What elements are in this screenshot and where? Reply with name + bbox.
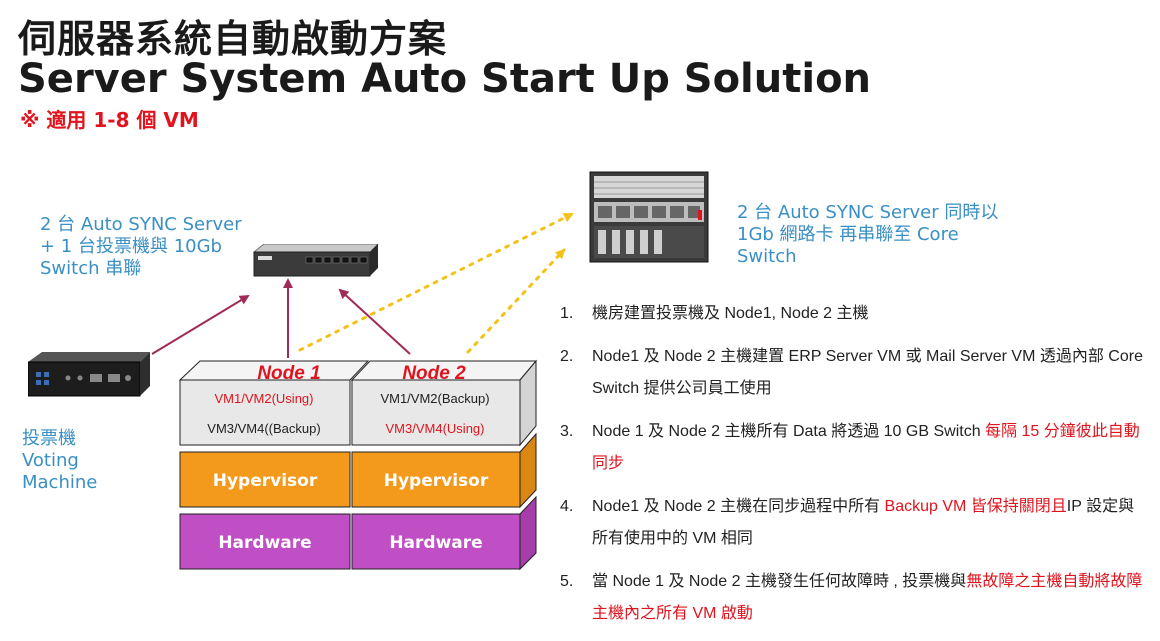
node-2-label: Node 2 xyxy=(402,363,466,384)
step-item: 2. Node1 及 Node 2 主機建置 ERP Server VM 或 Ma… xyxy=(560,341,1145,405)
node-2-hypervisor-label: Hypervisor xyxy=(384,471,489,491)
step-text: 當 Node 1 及 Node 2 主機發生任何故障時 , 投票機與無故障之主機… xyxy=(592,566,1145,630)
node-1-hardware-label: Hardware xyxy=(218,533,311,553)
step-text-part: Node 1 及 Node 2 主機所有 Data 將透過 10 GB Swit… xyxy=(592,423,986,440)
node-2-vm-layer xyxy=(351,379,521,446)
node-2-stack xyxy=(350,359,538,571)
node-2-hardware-side xyxy=(519,495,537,571)
dotted-node2-to-core xyxy=(466,248,566,354)
step-text: Node1 及 Node 2 主機在同步過程中所有 Backup VM 皆保持關… xyxy=(592,491,1145,555)
step-text-highlight: 每隔 15 分鐘彼此自動同步 xyxy=(592,423,1140,472)
step-item: 5. 當 Node 1 及 Node 2 主機發生任何故障時 , 投票機與無故障之… xyxy=(560,566,1145,630)
step-text: 機房建置投票機及 Node1, Node 2 主機 xyxy=(592,298,1145,330)
switch-10gb-icon xyxy=(252,244,379,277)
node-1-label: Node 1 xyxy=(257,363,320,384)
step-text: Node1 及 Node 2 主機建置 ERP Server VM 或 Mail… xyxy=(592,341,1145,405)
step-number: 5. xyxy=(560,573,574,590)
node-1-hardware-layer xyxy=(179,513,351,570)
node-2-vm-backup: VM1/VM2(Backup) xyxy=(380,391,489,406)
page-title-zh: 伺服器系統自動啟動方案 xyxy=(18,17,448,61)
node-1-hypervisor-label: Hypervisor xyxy=(213,471,318,491)
voting-machine-icon xyxy=(28,352,150,397)
arrow-node2-to-switch xyxy=(338,288,411,355)
node-2-hardware-layer xyxy=(351,513,521,570)
step-text-part: IP 設定與所有使用中的 VM 相同 xyxy=(592,498,1135,547)
note-core-switch: 2 台 Auto SYNC Server 同時以 1Gb 網路卡 再串聯至 Co… xyxy=(737,202,1037,268)
architecture-diagram: Node 1 Node 2 VM1/VM2(Using) VM3/VM4((Ba… xyxy=(151,212,574,571)
step-number: 3. xyxy=(560,423,574,440)
voting-line-2: Voting xyxy=(22,450,79,471)
note-left-line-2: + 1 台投票機與 10Gb xyxy=(40,236,222,257)
step-text-part: 當 Node 1 及 Node 2 主機發生任何故障時 , 投票機與 xyxy=(592,573,967,590)
node-1-vm-using: VM1/VM2(Using) xyxy=(215,391,314,406)
note-sync-servers: 2 台 Auto SYNC Server + 1 台投票機與 10Gb Swit… xyxy=(40,214,260,280)
step-text-part: Node1 及 Node 2 主機在同步過程中所有 xyxy=(592,498,885,515)
step-text-highlight: 無故障之主機自動將故障主機內之所有 VM 啟動 xyxy=(592,573,1143,622)
dotted-node1-to-core xyxy=(298,212,574,352)
arrow-voting-to-switch xyxy=(151,294,250,355)
page-title-en: Server System Auto Start Up Solution xyxy=(18,56,872,102)
step-text-highlight: Backup VM 皆保持關閉且 xyxy=(884,498,1067,515)
step-item: 4. Node1 及 Node 2 主機在同步過程中所有 Backup VM 皆保… xyxy=(560,491,1145,555)
step-item: 3. Node 1 及 Node 2 主機所有 Data 將透過 10 GB Sw… xyxy=(560,416,1145,480)
node-1-vm-backup: VM3/VM4((Backup) xyxy=(207,421,320,436)
note-right-line-1: 2 台 Auto SYNC Server 同時以 xyxy=(737,202,999,223)
note-right-line-2: 1Gb 網路卡 再串聯至 Core xyxy=(737,224,959,245)
step-number: 2. xyxy=(560,348,574,365)
steps-list: 1. 機房建置投票機及 Node1, Node 2 主機 2. Node1 及 Nod… xyxy=(560,298,1145,641)
node-2-hypervisor-layer xyxy=(351,451,521,508)
step-number: 1. xyxy=(560,305,574,322)
step-text-part: Node1 及 Node 2 主機建置 ERP Server VM 或 Mail… xyxy=(592,348,1143,397)
step-text: Node 1 及 Node 2 主機所有 Data 將透過 10 GB Swit… xyxy=(592,416,1145,480)
node-1-hypervisor-layer xyxy=(179,451,351,508)
note-left-line-3: Switch 串聯 xyxy=(40,258,142,279)
node-2-vm-using: VM3/VM4(Using) xyxy=(386,421,485,436)
core-switch-rack-icon xyxy=(589,171,709,263)
applicable-note: ※ 適用 1-8 個 VM xyxy=(20,108,199,132)
node-2-hypervisor-side xyxy=(519,432,537,509)
step-item: 1. 機房建置投票機及 Node1, Node 2 主機 xyxy=(560,298,1145,330)
note-left-line-1: 2 台 Auto SYNC Server xyxy=(40,214,242,235)
voting-line-1: 投票機 xyxy=(22,428,76,449)
node-1-stack xyxy=(178,360,370,570)
note-voting-machine: 投票機 Voting Machine xyxy=(22,428,142,494)
step-text-part: 機房建置投票機及 Node1, Node 2 主機 xyxy=(592,305,869,322)
voting-line-3: Machine xyxy=(22,472,98,493)
node-2-hardware-label: Hardware xyxy=(389,533,482,553)
node-1-vm-layer xyxy=(179,379,351,446)
note-right-line-3: Switch xyxy=(737,246,797,267)
step-number: 4. xyxy=(560,498,574,515)
